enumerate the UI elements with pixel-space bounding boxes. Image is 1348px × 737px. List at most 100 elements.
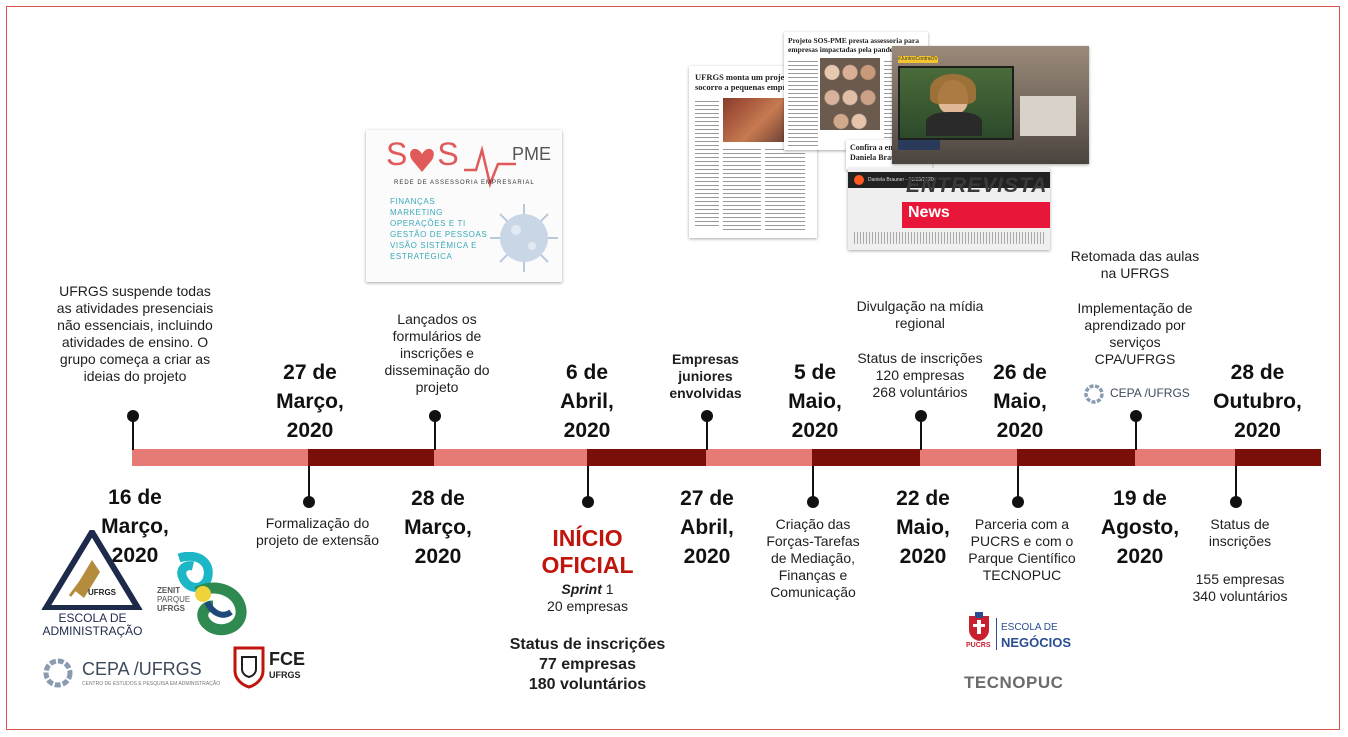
timeline-tick <box>1017 466 1019 502</box>
status-empresas: 77 empresas <box>539 656 636 673</box>
person-body <box>926 112 982 136</box>
date-line: 5 de <box>793 361 837 384</box>
tv-logo-bar <box>898 140 940 150</box>
date-6-abril: 6 de Abril, 2020 <box>532 358 642 445</box>
event-parceria-pucrs: Parceria com a PUCRS e com o Parque Cien… <box>968 516 1076 583</box>
slide-border <box>6 6 1340 730</box>
event-status-empresas: 120 empresas <box>875 367 965 383</box>
date-line: Maio, <box>788 390 842 413</box>
date-28-outubro: 28 de Outubro, 2020 <box>1195 358 1320 445</box>
article-text-lines <box>695 98 719 228</box>
waveform <box>854 232 1044 244</box>
play-icon <box>854 175 864 185</box>
cepa-text: CEPA /UFRGS <box>82 659 202 679</box>
date-line: Março, <box>101 515 169 538</box>
tv-video-window <box>898 66 1014 140</box>
sos-items: FINANÇAS MARKETING OPERAÇÕES E TI GESTÃO… <box>390 196 487 262</box>
date-line: 28 de <box>1230 361 1285 384</box>
event-sprint-empresas: 20 empresas <box>547 598 628 614</box>
timeline-segment <box>587 449 706 466</box>
timeline-dot <box>127 410 139 422</box>
event-inicio-oficial: INÍCIO OFICIAL <box>520 525 655 579</box>
article-text-lines <box>723 146 761 230</box>
fce-text: FCE <box>269 649 305 669</box>
escola-triangle-icon <box>40 526 144 611</box>
status-inscricoes-block: Status de inscrições 77 empresas 180 vol… <box>490 635 685 695</box>
date-line: 26 de <box>993 361 1047 384</box>
escola-negocios-line-2: NEGÓCIOS <box>1001 635 1072 650</box>
date-28-marco: 28 de Março, 2020 <box>383 484 493 571</box>
timeline-dot <box>701 410 713 422</box>
ufrgs-small-text: UFRGS <box>88 588 116 597</box>
news-banner <box>902 202 1050 228</box>
date-line: 19 de <box>1113 487 1167 510</box>
tv-interview-frame: #JuntosContraOVírus <box>892 46 1089 164</box>
date-line: Abril, <box>680 516 734 539</box>
date-line: Abril, <box>560 390 614 413</box>
date-line: Março, <box>404 516 472 539</box>
article-text-lines <box>788 58 818 146</box>
date-5-maio: 5 de Maio, 2020 <box>760 358 870 445</box>
timeline-tick <box>812 466 814 502</box>
date-line: 2020 <box>1116 545 1164 568</box>
date-line: 2020 <box>414 545 462 568</box>
article-left-title: UFRGS monta um projeto de socorro a pequ… <box>695 72 803 92</box>
date-line: 16 de <box>108 486 162 509</box>
escola-administracao-logo: UFRGS ESCOLA DE ADMINISTRAÇÃO <box>40 526 145 642</box>
timeline-segment <box>132 449 308 466</box>
event-sprint: Sprint 1 <box>520 581 655 598</box>
sos-subtitle: REDE DE ASSESSORIA EMPRESARIAL <box>394 180 535 186</box>
tv-desk <box>1020 96 1076 136</box>
date-line: 2020 <box>286 419 334 442</box>
cepa-text: CEPA /UFRGS <box>1110 386 1190 400</box>
article-mid-title: Projeto SOS-PME presta assessoria para e… <box>788 36 919 54</box>
timeline-dot <box>1012 496 1024 508</box>
cepa-ring-icon <box>43 658 73 688</box>
date-line: 2020 <box>111 544 159 567</box>
pme-text: PME <box>512 144 552 164</box>
cepa-subtext: CENTRO DE ESTUDOS E PESQUISA EM ADMINIST… <box>82 681 221 687</box>
oficial-line: OFICIAL <box>541 552 634 578</box>
zenit-line-2: PARQUE <box>157 595 191 604</box>
fce-shield-icon <box>233 646 265 689</box>
timeline-dot <box>915 410 927 422</box>
sos-item: OPERAÇÕES E TI <box>390 219 466 228</box>
sos-item: FINANÇAS <box>390 197 436 206</box>
pucrs-small-text: PUCRS <box>966 642 991 649</box>
timeline-segment <box>812 449 920 466</box>
zenit-logo: ZENIT PARQUE UFRGS <box>157 551 249 636</box>
sos-letter: S <box>386 136 410 172</box>
date-26-maio: 26 de Maio, 2020 <box>965 358 1075 445</box>
sprint-number: 1 <box>605 581 614 597</box>
event-status-inscricoes-2: Status de inscrições <box>1208 516 1272 549</box>
confira-text: Confira a en Daniela Brau <box>850 143 896 163</box>
zenit-text: ZENIT PARQUE UFRGS <box>157 586 190 613</box>
timeline-segment <box>1135 449 1235 466</box>
date-line: 22 de <box>896 487 950 510</box>
sos-item: GESTÃO DE PESSOAS <box>390 230 488 239</box>
pucrs-crest-icon <box>969 612 989 641</box>
escola-line-2: ADMINISTRAÇÃO <box>42 624 143 638</box>
person-hair <box>930 74 976 104</box>
event-status2-empresas: 155 empresas <box>1195 571 1285 587</box>
inicio-line: INÍCIO <box>552 525 623 551</box>
divider <box>996 618 997 650</box>
sos-item: ESTRATÉGICA <box>390 252 453 261</box>
status-title: Status de inscrições <box>509 636 666 653</box>
timeline-segment <box>920 449 1017 466</box>
timeline-tick <box>308 466 310 502</box>
tecnopuc-logo: TECNOPUC <box>964 673 1064 692</box>
date-27-abril: 27 de Abril, 2020 <box>652 484 762 571</box>
date-line: Outubro, <box>1213 390 1302 413</box>
date-27-marco: 27 de Março, 2020 <box>255 358 365 445</box>
zenit-line-1: ZENIT <box>157 586 181 595</box>
timeline-tick <box>587 466 589 502</box>
timeline-tick <box>920 418 922 450</box>
timeline-segment <box>1235 449 1321 466</box>
timeline-dot <box>807 496 819 508</box>
zenit-line-3: UFRGS <box>157 604 185 613</box>
escola-text: ESCOLA DE ADMINISTRAÇÃO <box>40 612 145 638</box>
timeline-tick <box>1135 418 1137 450</box>
